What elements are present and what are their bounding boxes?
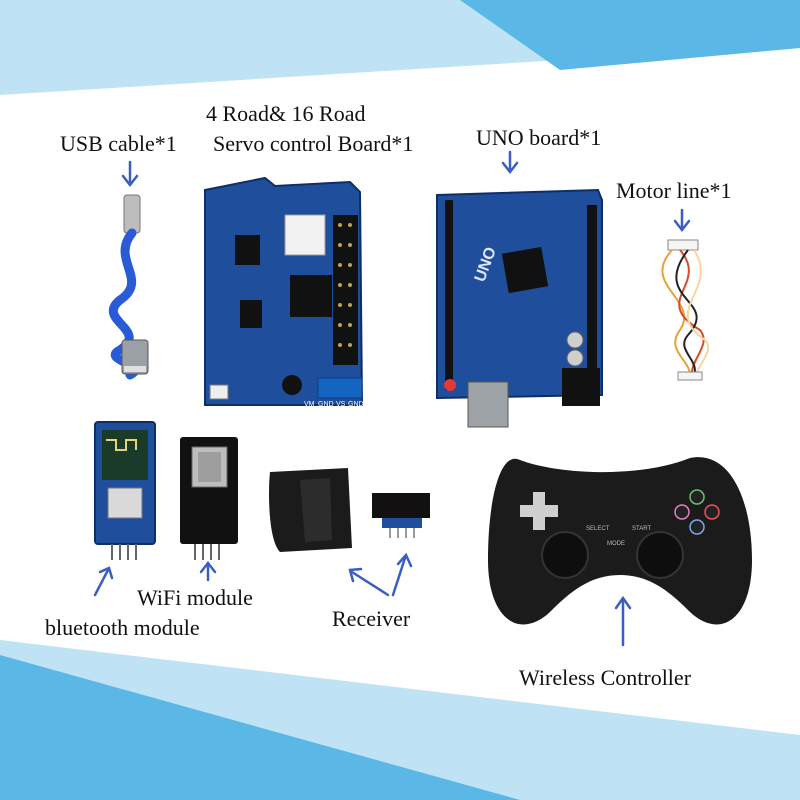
receiver-label: Receiver: [332, 606, 411, 631]
controller-arrow-head: [614, 595, 632, 610]
wireless-controller-image: SELECT START MODE: [488, 457, 752, 625]
servo-vm-label: VM: [304, 401, 315, 408]
servo-board-label-line2: Servo control Board*1: [213, 131, 414, 156]
servo-gnd2-label: GND: [348, 401, 364, 408]
bluetooth-module-image: [94, 421, 156, 560]
bottom-band-dark: [0, 655, 520, 800]
bluetooth-arrow: [93, 568, 110, 597]
receiver-arrow-left-head: [348, 567, 363, 583]
motor-line-image: [661, 239, 710, 381]
uno-board-image: UNO: [436, 188, 603, 428]
wifi-module-image: [180, 437, 238, 560]
receiver-arrow-right: [391, 556, 407, 597]
usb-arrow-head: [121, 174, 139, 188]
servo-board-label-line1: 4 Road& 16 Road: [206, 101, 366, 126]
wifi-arrow-head: [199, 560, 217, 574]
usb-cable-label: USB cable*1: [60, 131, 177, 156]
servo-board-image: VM GND VS GND: [204, 176, 364, 408]
top-band-dark: [460, 0, 800, 70]
usb-cable-image: [108, 194, 149, 380]
receiver-arrow-left: [350, 570, 390, 597]
motor-line-label: Motor line*1: [616, 178, 732, 203]
uno-board-label: UNO board*1: [476, 125, 602, 150]
controller-select-label: SELECT: [586, 526, 610, 532]
controller-mode-label: MODE: [607, 541, 625, 547]
servo-gnd1-label: GND: [318, 401, 334, 408]
bluetooth-module-label: bluetooth module: [45, 615, 200, 640]
servo-vs-label: VS: [336, 401, 346, 408]
motor-arrow-head: [673, 219, 691, 233]
receiver-board-image: [372, 493, 430, 538]
callout-arrows: [93, 150, 691, 647]
receiver-adapter-image: [269, 468, 352, 552]
uno-arrow-head: [501, 161, 519, 175]
bluetooth-arrow-head: [98, 566, 114, 580]
wifi-module-label: WiFi module: [137, 585, 253, 610]
wireless-controller-label: Wireless Controller: [519, 665, 692, 690]
receiver-arrow-right-head: [396, 552, 413, 568]
controller-start-label: START: [632, 526, 651, 532]
